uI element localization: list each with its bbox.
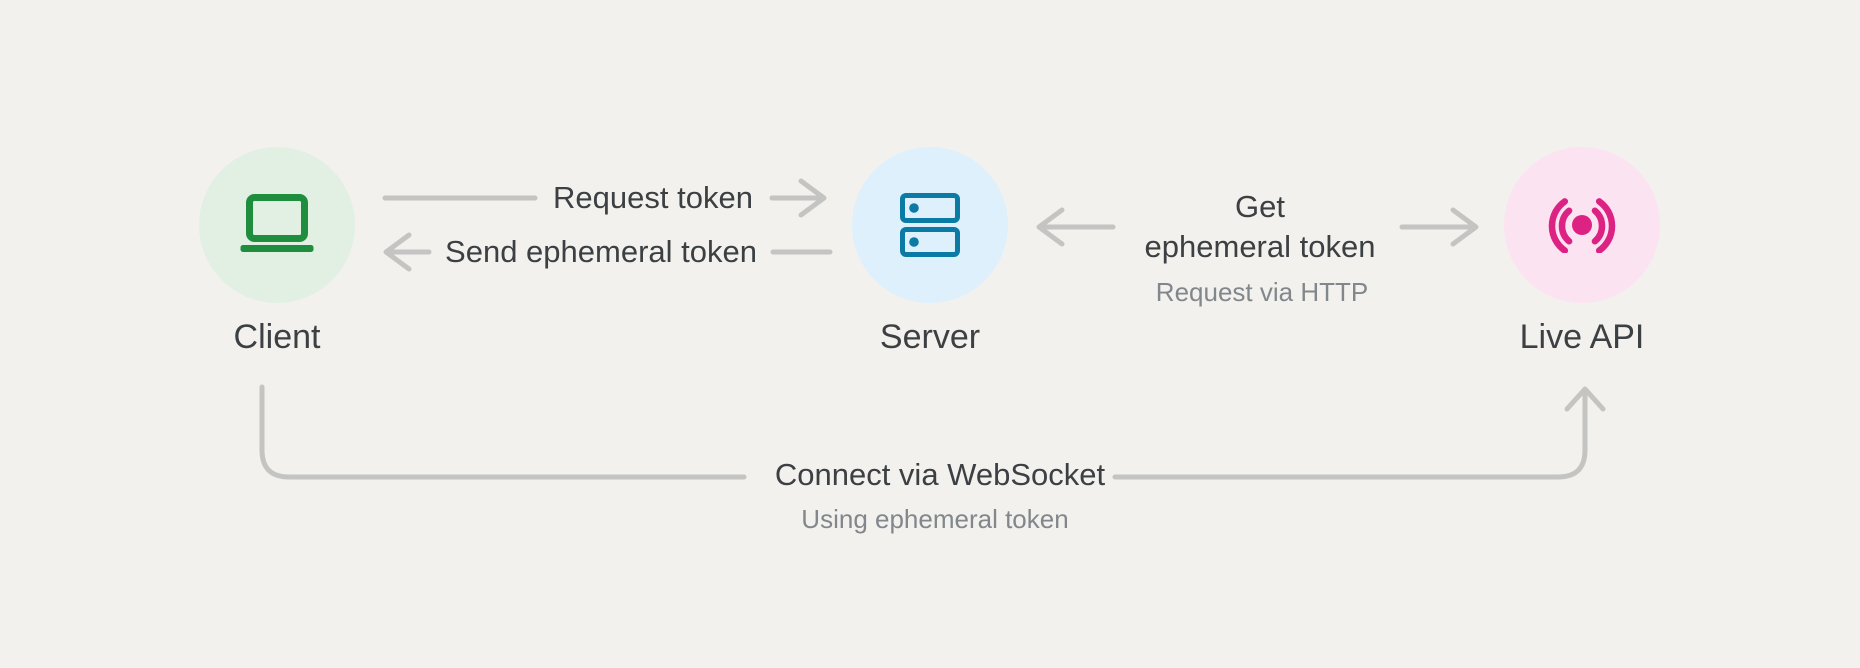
client-label: Client [233,318,321,356]
request-token-label: Request token [553,180,753,215]
client-node: Client [127,147,427,357]
send-ephemeral-token-label: Send ephemeral token [445,234,757,269]
websocket-arrowhead [1564,386,1606,412]
live-api-circle [1504,147,1660,303]
connect-websocket-label: Connect via WebSocket [774,457,1106,492]
server-label: Server [879,318,981,356]
get-token-right-arrowhead [1450,207,1479,247]
get-ephemeral-token-label: Get ephemeral token [1144,189,1376,264]
request-token-arrowhead [798,178,827,218]
request-via-http-sublabel: Request via HTTP [1155,277,1369,307]
using-ephemeral-token-sublabel: Using ephemeral token [801,504,1069,534]
laptop-icon [240,194,314,252]
websocket-line-left [259,384,747,480]
server-icon [900,193,960,257]
websocket-line-right [1112,389,1588,480]
send-token-arrowhead [383,232,412,272]
client-circle [199,147,355,303]
live-api-label: Live API [1519,318,1645,356]
live-api-node: Live API [1432,147,1732,357]
broadcast-icon [1548,198,1616,253]
server-circle [852,147,1008,303]
get-token-left-arrowhead [1036,207,1065,247]
server-node: Server [780,147,1080,357]
